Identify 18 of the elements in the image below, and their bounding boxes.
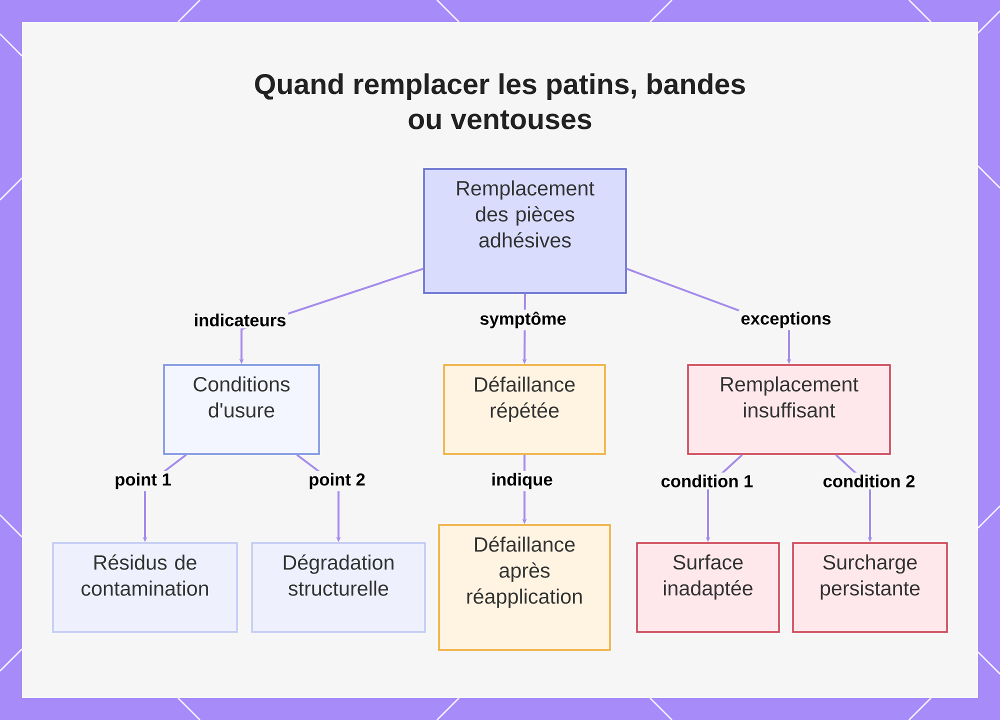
detail-box: Dégradation structurelle	[251, 542, 426, 633]
detail-box: Surcharge persistante	[792, 542, 948, 633]
title: Quand remplacer les patins, bandes ou ventouses	[255, 73, 745, 130]
category-box: Défaillance répétée	[443, 364, 606, 455]
topic-box: Remplacement des pièces adhésives	[423, 168, 627, 294]
detail-box: Défaillance après réapplication	[438, 524, 611, 651]
edge-label: indicateurs	[192, 312, 288, 328]
edge-label: condition 2	[820, 472, 918, 490]
detail-box: Résidus de contamination	[52, 542, 238, 633]
edge-label: exceptions	[738, 310, 834, 330]
edge-label: condition 1	[658, 472, 756, 490]
edge-label: point 1	[112, 470, 174, 492]
edge-label: point 2	[306, 470, 368, 492]
edge-label: symptôme	[478, 310, 568, 330]
detail-box: Surface inadaptée	[636, 542, 780, 633]
category-box: Conditions d'usure	[163, 364, 320, 455]
category-box: Remplacement insuffisant	[687, 364, 891, 455]
edge-label: indique	[489, 470, 555, 492]
